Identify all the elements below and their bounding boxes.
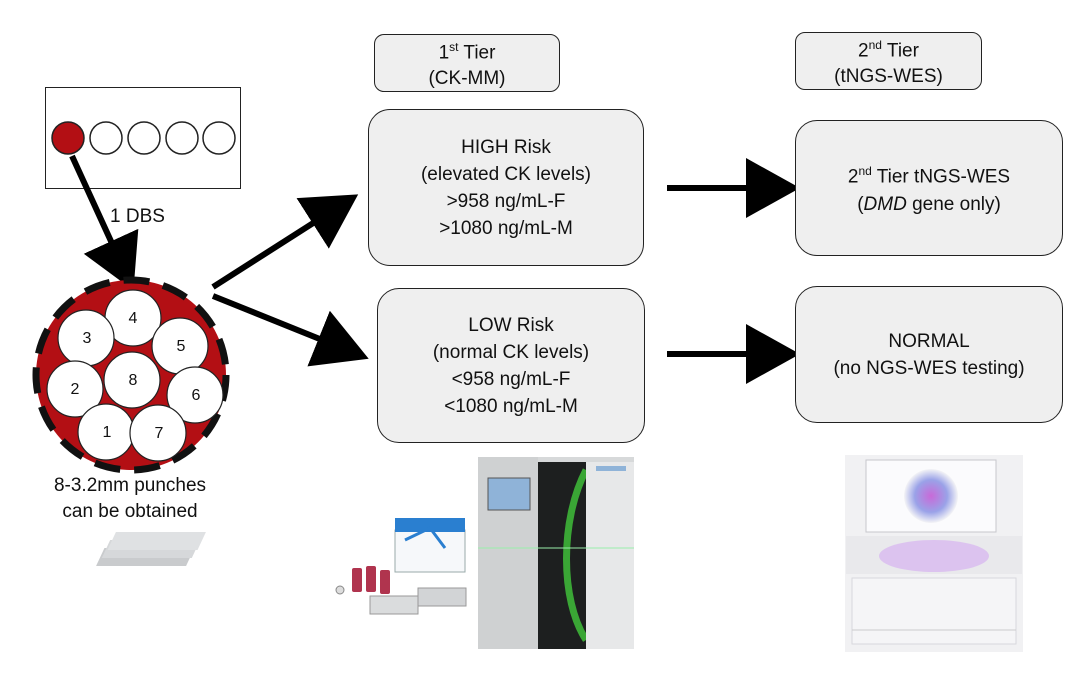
second-tier-header: 2nd Tier (tNGS-WES) xyxy=(795,32,982,90)
high-risk-box: HIGH Risk (elevated CK levels) >958 ng/m… xyxy=(368,109,644,266)
punch-number-2: 2 xyxy=(70,381,80,398)
dbs-spot xyxy=(202,121,236,155)
punch-hole-8 xyxy=(103,351,161,409)
first-tier-header: 1st Tier (CK-MM) xyxy=(374,34,560,92)
arrow-to-low-risk xyxy=(211,293,369,367)
punch-number-5: 5 xyxy=(176,338,186,355)
dbs-spot xyxy=(89,121,123,155)
punch-number-7: 7 xyxy=(154,425,164,442)
dbs-spot-filled xyxy=(51,121,85,155)
punch-number-6: 6 xyxy=(191,387,201,404)
ngs-sequencer-instrument xyxy=(845,455,1023,652)
normal-result-box: NORMAL (no NGS-WES testing) xyxy=(795,286,1063,423)
punch-hole-6 xyxy=(166,366,224,424)
punch-holes xyxy=(46,289,224,462)
arrow-to-high-risk xyxy=(211,194,359,290)
punch-number-3: 3 xyxy=(82,330,92,347)
punch-number-1: 1 xyxy=(102,424,112,441)
dbs-spot xyxy=(127,121,161,155)
punch-hole-7 xyxy=(129,404,187,462)
punch-disc-rim xyxy=(32,276,230,474)
punch-hole-2 xyxy=(46,360,104,418)
punch-caption: 8-3.2mm punches can be obtained xyxy=(53,475,207,522)
low-risk-box: LOW Risk (normal CK levels) <958 ng/mL-F… xyxy=(377,288,645,443)
punch-number-8: 8 xyxy=(128,372,138,389)
ck-analyzer-instrument xyxy=(478,457,634,649)
dbs-to-punch-arrow xyxy=(69,154,139,291)
punch-number-4: 4 xyxy=(128,310,138,327)
assay-kit-illustration xyxy=(96,518,467,615)
dbs-label: 1 DBS xyxy=(110,206,165,227)
second-tier-result-box: 2nd Tier tNGS-WES (DMD gene only) xyxy=(795,120,1063,256)
dbs-spot xyxy=(165,121,199,155)
